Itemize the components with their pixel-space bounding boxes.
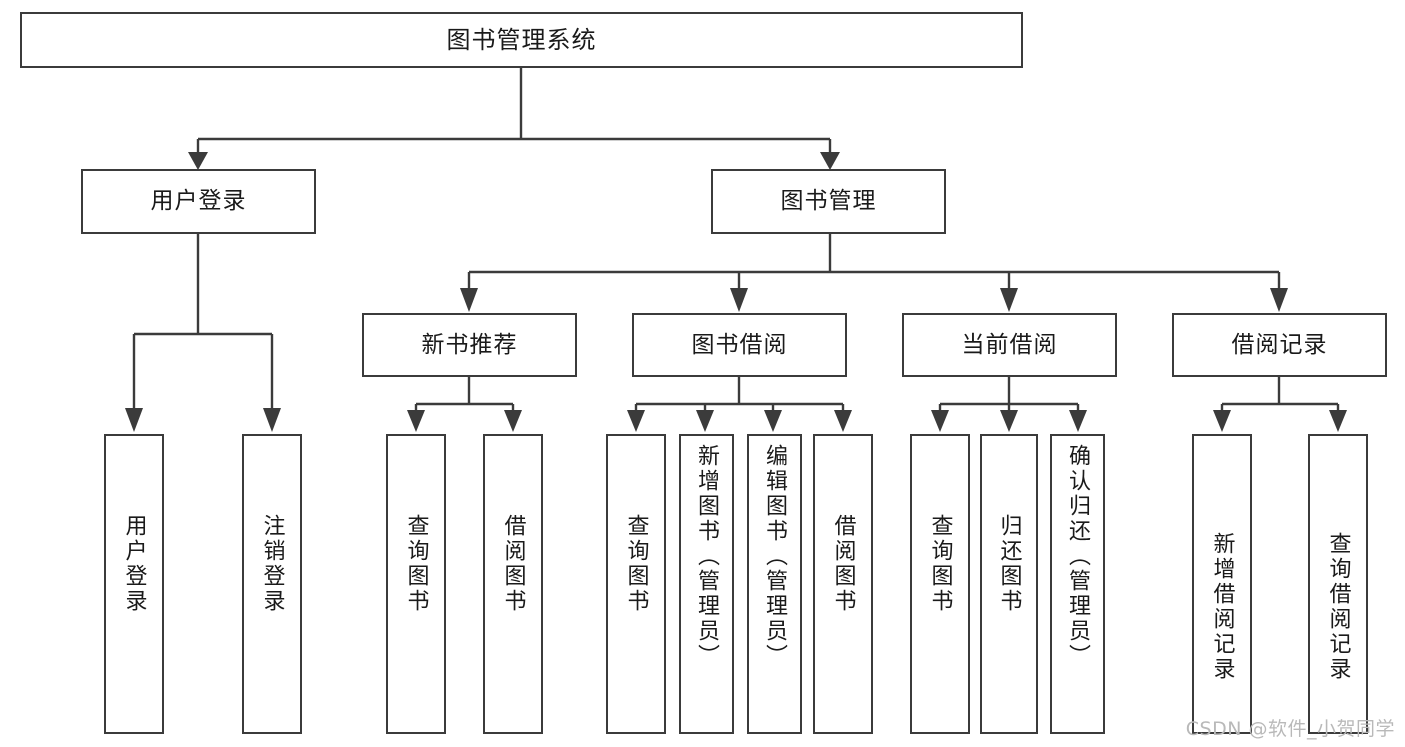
leaf-logout[interactable]: 注销登录 (242, 434, 302, 734)
arrowhead-login (188, 152, 208, 170)
arrowhead-leaf3 (407, 410, 425, 432)
leaf-return-book-label: 归还图书 (996, 514, 1022, 614)
node-borrow-record[interactable]: 借阅记录 (1172, 313, 1387, 377)
node-root[interactable]: 图书管理系统 (20, 12, 1023, 68)
leaf-add-borrow-record[interactable]: 新增借阅记录 (1192, 434, 1252, 734)
leaf-borrow-book-label: 借阅图书 (830, 514, 856, 614)
leaf-confirm-return-admin-label: 确认归还（管理员） (1065, 444, 1091, 669)
leaf-add-borrow-record-label: 新增借阅记录 (1209, 532, 1235, 682)
arrowhead-current (1000, 288, 1018, 312)
node-new-book-recommend[interactable]: 新书推荐 (362, 313, 577, 377)
node-user-login-label: 用户登录 (150, 188, 247, 215)
node-book-borrow[interactable]: 图书借阅 (632, 313, 847, 377)
leaf-borrow-book-newbook[interactable]: 借阅图书 (483, 434, 543, 734)
node-book-management-label: 图书管理 (780, 188, 877, 215)
leaf-user-login-label: 用户登录 (121, 514, 147, 614)
arrowhead-leaf6 (696, 410, 714, 432)
csdn-watermark: CSDN @软件_小贺同学 (1185, 718, 1395, 740)
arrowhead-leaf9 (931, 410, 949, 432)
node-user-login[interactable]: 用户登录 (81, 169, 316, 234)
leaf-logout-label: 注销登录 (259, 514, 285, 614)
arrowhead-leaf11 (1069, 410, 1087, 432)
leaf-add-book-admin[interactable]: 新增图书（管理员） (679, 434, 734, 734)
leaf-confirm-return-admin[interactable]: 确认归还（管理员） (1050, 434, 1105, 734)
leaf-query-book-current[interactable]: 查询图书 (910, 434, 970, 734)
arrowhead-leaf10 (1000, 410, 1018, 432)
leaf-add-book-admin-label: 新增图书（管理员） (694, 444, 720, 669)
leaf-query-book-newbook-label: 查询图书 (403, 514, 429, 614)
leaf-borrow-book[interactable]: 借阅图书 (813, 434, 873, 734)
node-root-label: 图书管理系统 (446, 26, 597, 54)
arrowhead-leaf4 (504, 410, 522, 432)
node-new-book-recommend-label: 新书推荐 (421, 331, 518, 358)
leaf-query-borrow-record-label: 查询借阅记录 (1325, 532, 1351, 682)
arrowhead-leaf7 (764, 410, 782, 432)
arrowhead-leaf5 (627, 410, 645, 432)
node-borrow-record-label: 借阅记录 (1231, 331, 1328, 358)
leaf-query-book-current-label: 查询图书 (927, 514, 953, 614)
leaf-user-login[interactable]: 用户登录 (104, 434, 164, 734)
leaf-query-book-newbook[interactable]: 查询图书 (386, 434, 446, 734)
node-book-borrow-label: 图书借阅 (691, 331, 788, 358)
arrowhead-leaf1 (125, 408, 143, 432)
leaf-edit-book-admin-label: 编辑图书（管理员） (762, 444, 788, 669)
arrowhead-leaf8 (834, 410, 852, 432)
leaf-query-book-borrow-label: 查询图书 (623, 514, 649, 614)
node-book-management[interactable]: 图书管理 (711, 169, 946, 234)
node-current-borrow-label: 当前借阅 (961, 331, 1058, 358)
node-current-borrow[interactable]: 当前借阅 (902, 313, 1117, 377)
leaf-edit-book-admin[interactable]: 编辑图书（管理员） (747, 434, 802, 734)
arrowhead-newbook (460, 288, 478, 312)
arrowhead-borrow (730, 288, 748, 312)
arrowhead-leaf13 (1329, 410, 1347, 432)
leaf-return-book[interactable]: 归还图书 (980, 434, 1038, 734)
leaf-query-borrow-record[interactable]: 查询借阅记录 (1308, 434, 1368, 734)
arrowhead-leaf12 (1213, 410, 1231, 432)
arrowhead-leaf2 (263, 408, 281, 432)
leaf-query-book-borrow[interactable]: 查询图书 (606, 434, 666, 734)
arrowhead-record (1270, 288, 1288, 312)
leaf-borrow-book-newbook-label: 借阅图书 (500, 514, 526, 614)
arrowhead-bookmgmt (820, 152, 840, 170)
